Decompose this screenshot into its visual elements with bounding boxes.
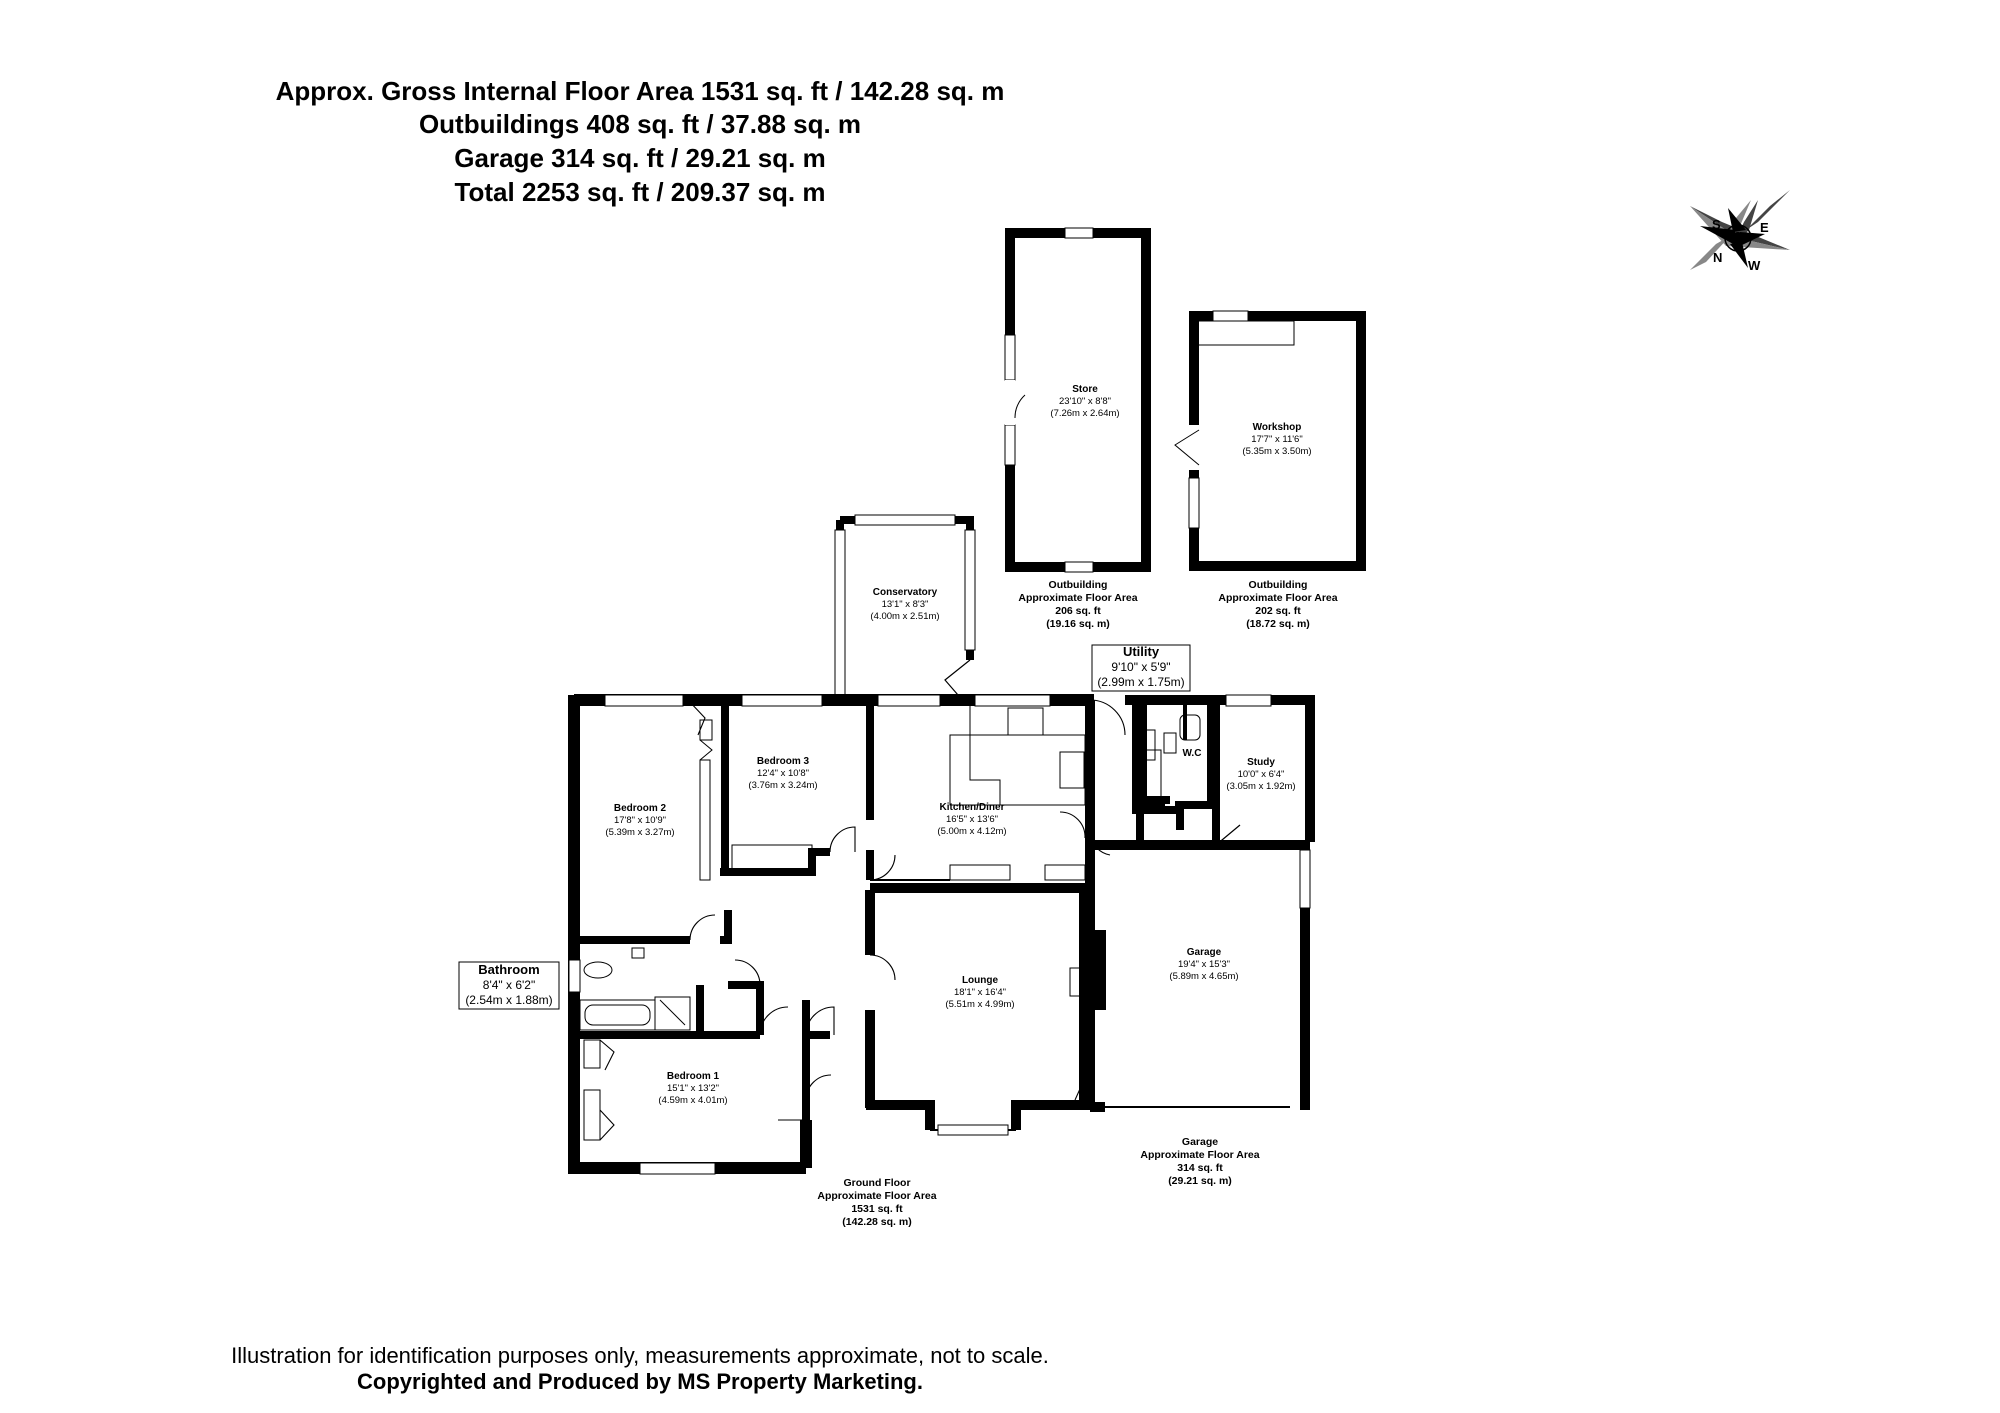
area-summary-total: Total 2253 sq. ft / 209.37 sq. m: [454, 177, 826, 207]
area-summary-garage: Garage 314 sq. ft / 29.21 sq. m: [454, 143, 826, 173]
bedroom3-dimensions-metric: (3.76m x 3.24m): [748, 780, 817, 791]
store-caption-subtitle: Approximate Floor Area: [1018, 592, 1137, 604]
store-dimensions-metric: (7.26m x 2.64m): [1050, 408, 1119, 419]
workshop-outbuilding: Workshop 17'7" x 11'6" (5.35m x 3.50m): [1174, 310, 1366, 571]
copyright-text: Copyrighted and Produced by MS Property …: [357, 1369, 923, 1394]
utility-label: Utility: [1123, 644, 1160, 659]
utility-dimensions-imperial: 9'10" x 5'9": [1111, 660, 1170, 674]
bedroom2-dimensions-imperial: 17'8" x 10'9": [614, 815, 666, 826]
lounge-label: Lounge: [962, 975, 999, 986]
garage-caption-sqm: (29.21 sq. m): [1168, 1175, 1232, 1187]
bedroom3-label: Bedroom 3: [757, 756, 810, 767]
bedroom1-dimensions-imperial: 15'1" x 13'2": [667, 1083, 719, 1094]
workshop-caption-title: Outbuilding: [1249, 579, 1308, 591]
utility-dimensions-metric: (2.99m x 1.75m): [1097, 675, 1184, 689]
bathroom-dimensions-metric: (2.54m x 1.88m): [465, 993, 552, 1007]
ground-floor-windows: [568, 694, 1272, 1175]
bedroom3-dimensions-imperial: 12'4" x 10'8": [757, 768, 809, 779]
conservatory-dimensions-imperial: 13'1" x 8'3": [882, 599, 929, 610]
conservatory-dimensions-metric: (4.00m x 2.51m): [870, 611, 939, 622]
area-summary-gross-internal: Approx. Gross Internal Floor Area 1531 s…: [275, 76, 1005, 106]
ground-floor-caption-subtitle: Approximate Floor Area: [817, 1190, 936, 1202]
lounge-dimensions-metric: (5.51m x 4.99m): [945, 999, 1014, 1010]
workshop-caption-sqm: (18.72 sq. m): [1246, 618, 1310, 630]
lounge-dimensions-imperial: 18'1" x 16'4": [954, 987, 1006, 998]
compass-label-s: S: [1712, 217, 1721, 232]
store-outbuilding: Store 23'10" x 8'8" (7.26m x 2.64m): [1004, 227, 1151, 573]
ground-floor-caption-sqm: (142.28 sq. m): [842, 1216, 911, 1228]
workshop-dimensions-metric: (5.35m x 3.50m): [1242, 446, 1311, 457]
conservatory-label: Conservatory: [873, 587, 938, 598]
store-caption-sqft: 206 sq. ft: [1055, 605, 1101, 617]
disclaimer-text: Illustration for identification purposes…: [231, 1343, 1049, 1368]
kitchen-diner-label: Kitchen/Diner: [939, 802, 1004, 813]
bathroom-label: Bathroom: [478, 962, 539, 977]
ground-floor-fixtures: [579, 706, 1201, 1141]
bedroom1-label: Bedroom 1: [667, 1071, 720, 1082]
garage-dimensions-metric: (5.89m x 4.65m): [1169, 971, 1238, 982]
utility-label-box: Utility 9'10" x 5'9" (2.99m x 1.75m): [1091, 644, 1191, 692]
workshop-dimensions-imperial: 17'7" x 11'6": [1251, 434, 1302, 445]
store-caption-title: Outbuilding: [1049, 579, 1108, 591]
garage-caption-title: Garage: [1182, 1136, 1218, 1148]
garage-dimensions-imperial: 19'4" x 15'3": [1178, 959, 1230, 970]
workshop-caption-subtitle: Approximate Floor Area: [1218, 592, 1337, 604]
compass-icon: S E N W: [1690, 190, 1790, 273]
bedroom2-label: Bedroom 2: [614, 803, 667, 814]
conservatory: Conservatory 13'1" x 8'3" (4.00m x 2.51m…: [834, 514, 976, 700]
ground-floor-caption-sqft: 1531 sq. ft: [851, 1203, 903, 1215]
area-summary-outbuildings: Outbuildings 408 sq. ft / 37.88 sq. m: [418, 109, 862, 139]
study-label: Study: [1247, 757, 1275, 768]
garage-caption-sqft: 314 sq. ft: [1177, 1162, 1223, 1174]
store-label: Store: [1072, 384, 1098, 395]
compass-label-w: W: [1748, 258, 1761, 273]
compass-label-e: E: [1760, 220, 1769, 235]
workshop-caption-sqft: 202 sq. ft: [1255, 605, 1301, 617]
workshop-label: Workshop: [1253, 422, 1302, 433]
kitchen-diner-dimensions-imperial: 16'5" x 13'6": [946, 814, 998, 825]
bedroom1-dimensions-metric: (4.59m x 4.01m): [658, 1095, 727, 1106]
garage-label: Garage: [1187, 947, 1222, 958]
ground-floor-doors: [599, 699, 1126, 1141]
ground-floor-caption-title: Ground Floor: [843, 1177, 910, 1189]
bathroom-dimensions-imperial: 8'4" x 6'2": [483, 978, 535, 992]
store-dimensions-imperial: 23'10" x 8'8": [1059, 396, 1111, 407]
wc-label: W.C: [1183, 748, 1202, 759]
compass-label-n: N: [1713, 250, 1722, 265]
kitchen-diner-dimensions-metric: (5.00m x 4.12m): [937, 826, 1006, 837]
store-caption-sqm: (19.16 sq. m): [1046, 618, 1110, 630]
garage-caption-subtitle: Approximate Floor Area: [1140, 1149, 1259, 1161]
bedroom2-dimensions-metric: (5.39m x 3.27m): [605, 827, 674, 838]
study-dimensions-imperial: 10'0" x 6'4": [1238, 769, 1285, 780]
study-dimensions-metric: (3.05m x 1.92m): [1226, 781, 1295, 792]
bathroom-label-box: Bathroom 8'4" x 6'2" (2.54m x 1.88m): [458, 961, 560, 1010]
